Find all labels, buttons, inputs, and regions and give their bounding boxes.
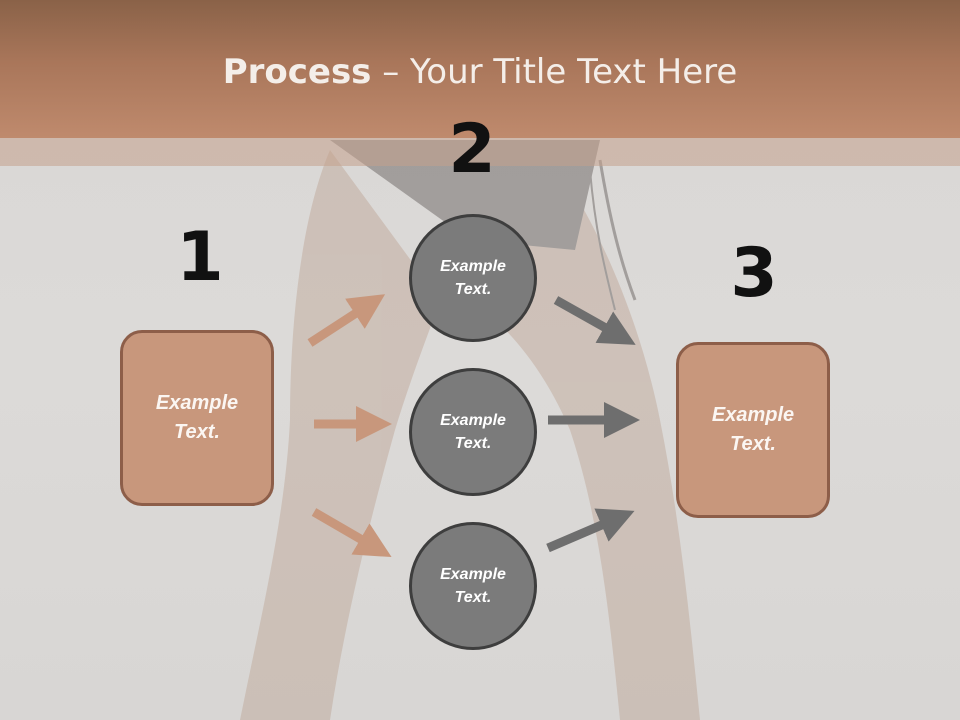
- title-bold: Process: [222, 52, 372, 92]
- arrow-circle-1-to-right: [553, 296, 636, 345]
- arrow-left-to-circle-3: [311, 508, 392, 558]
- right-text-box: Example Text.: [676, 342, 830, 518]
- circle-2: Example Text.: [409, 368, 537, 496]
- right-text-box-label: Example Text.: [711, 404, 795, 455]
- arrow-circle-3-to-right: [546, 508, 635, 553]
- title-rest: – Your Title Text Here: [371, 52, 738, 92]
- step-number-2: 2: [448, 110, 496, 189]
- step-number-1: 1: [176, 218, 224, 297]
- circle-1-label: Example Text.: [440, 258, 506, 298]
- circle-3-label: Example Text.: [440, 566, 506, 606]
- circle-3: Example Text.: [409, 522, 537, 650]
- page-title: Process – Your Title Text Here: [0, 52, 960, 92]
- circle-1: Example Text.: [409, 214, 537, 342]
- arrow-left-to-circle-1: [307, 294, 386, 347]
- left-text-box-label: Example Text.: [155, 392, 239, 443]
- left-text-box: Example Text.: [120, 330, 274, 506]
- header-strip: [0, 138, 960, 166]
- circle-2-label: Example Text.: [440, 412, 506, 452]
- header-band: [0, 0, 960, 138]
- step-number-3: 3: [730, 234, 778, 313]
